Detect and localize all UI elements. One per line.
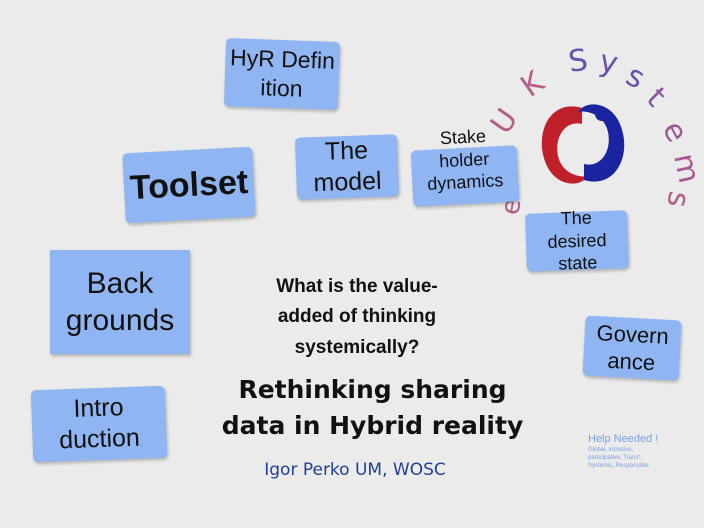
question-line-1: What is the value-	[276, 276, 438, 297]
help-detail-line-1: Global, inclusive,	[588, 447, 634, 453]
hyr-definition-card[interactable]: HyR Defin ition	[223, 38, 341, 110]
logo-letter-e: e	[655, 115, 695, 148]
desired-state-line-3: state	[557, 252, 598, 274]
uk-systems-society-logo: e U K S y s t e m s e	[484, 43, 700, 258]
the-model-line-2: model	[313, 166, 383, 198]
logo-letter-s2: s	[620, 58, 650, 96]
backgrounds-card[interactable]: Back grounds	[50, 250, 190, 354]
desired-state-line-2: desired	[547, 229, 607, 252]
desired-state-line-1: The	[560, 207, 593, 229]
help-needed-heading: Help Needed !	[588, 433, 659, 445]
introduction-line-1: Intro	[72, 392, 124, 423]
governance-card[interactable]: Govern ance	[582, 315, 682, 381]
desired-state-card[interactable]: The desired state	[525, 208, 629, 274]
help-detail-line-3: Systemic, Responsible	[588, 462, 649, 469]
author-line: Igor Perko UM, WOSC	[264, 460, 446, 480]
logo-blue-dot	[595, 107, 609, 121]
logo-letter-s3: s	[659, 189, 696, 210]
logo-blue-swirl	[578, 104, 625, 182]
logo-letter-s: S	[566, 43, 590, 80]
introduction-line-2: duction	[58, 423, 141, 455]
the-model-line-1: The	[324, 136, 369, 166]
governance-line-2: ance	[606, 347, 656, 376]
logo-letter-t: t	[639, 81, 672, 114]
logo-red-swirl	[541, 106, 588, 184]
question-line-3: systemically?	[294, 336, 420, 358]
logo-letter-m: m	[666, 150, 700, 186]
stakeholder-dynamics-card[interactable]: Stake holder dynamics	[410, 126, 520, 207]
question-line-2: added of thinking	[277, 306, 437, 328]
help-detail-line-2: participative, Trans*,	[588, 454, 643, 461]
logo-letter-y: y	[596, 44, 621, 82]
title-line-1: Rethinking sharing	[238, 375, 507, 404]
toolset-card[interactable]: Toolset	[122, 146, 256, 224]
the-model-card[interactable]: The model	[294, 134, 400, 200]
central-question: What is the value- added of thinking sys…	[262, 272, 452, 363]
help-needed-detail: Global, inclusive, participative, Trans*…	[588, 447, 688, 470]
page-title: Rethinking sharing data in Hybrid realit…	[205, 372, 540, 445]
stakeholder-line-3: dynamics	[426, 170, 504, 194]
toolset-label: Toolset	[128, 162, 250, 207]
hyr-definition-line-1: HyR Defin	[229, 44, 336, 75]
logo-letter-k: K	[515, 64, 552, 105]
help-needed-note: Help Needed ! Global, inclusive, partici…	[588, 433, 688, 470]
backgrounds-line-1: Back	[86, 266, 154, 300]
introduction-card[interactable]: Intro duction	[30, 385, 168, 463]
hyr-definition-line-2: ition	[259, 74, 304, 102]
backgrounds-line-2: grounds	[65, 304, 175, 337]
title-line-2: data in Hybrid reality	[221, 411, 524, 441]
governance-line-1: Govern	[596, 319, 670, 349]
